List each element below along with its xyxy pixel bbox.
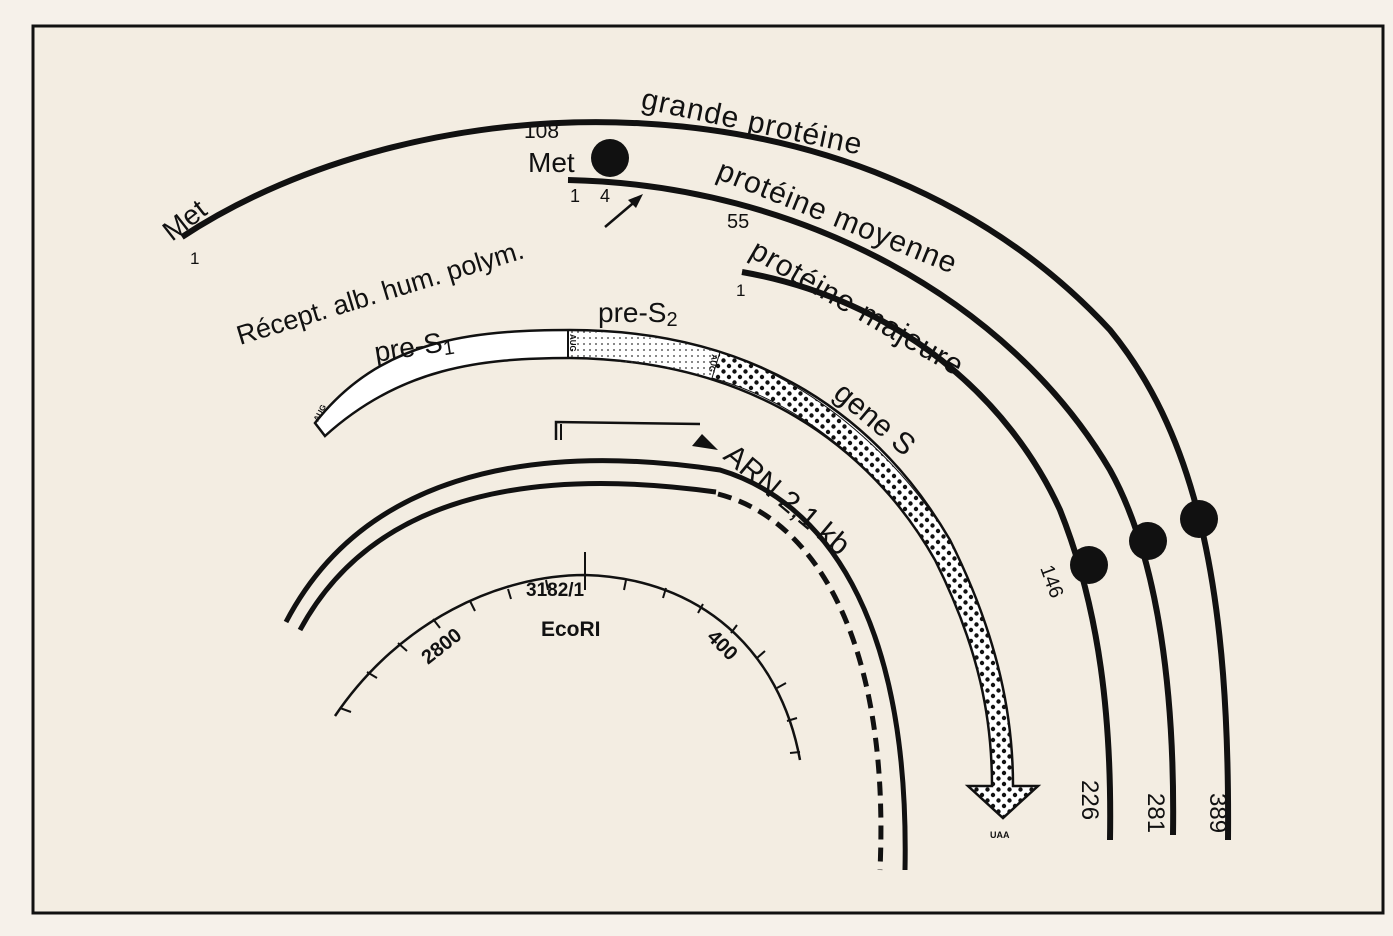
stop-dot-moyenne [1129,522,1167,560]
codon-aug-3: AUG [707,354,719,373]
num-108: 108 [524,120,559,143]
pre-s2-sub: 2 [666,309,677,331]
gene-s-fill [711,351,1040,819]
num-1-moyenne: 1 [570,186,580,206]
num-4: 4 [600,186,610,206]
num-281: 281 [1142,793,1169,833]
num-389: 389 [1204,793,1231,833]
scale-label-top: 3182/1 [526,580,585,601]
num-226: 226 [1076,780,1103,820]
pre-s2-base: pre-S [598,297,666,328]
codon-uaa: UAA [990,830,1010,840]
genome-scale-ticks [339,552,801,754]
num-55: 55 [727,211,749,233]
label-ecori: EcoRI [541,618,601,641]
codon-aug-2: AUG [568,334,577,352]
polymer-binding-dot [591,139,629,177]
num-1-majeure: 1 [736,281,745,300]
stop-dot-majeure [1070,546,1108,584]
dna-inner-strand [297,481,717,632]
label-pre-s2: pre-S2 [598,297,678,331]
dna-outer-strand [283,458,908,871]
met-moyenne: Met [528,147,575,178]
majeure-proteine-arc [741,269,1114,841]
rna-start-marker [554,420,701,440]
stop-dot-grande [1180,500,1218,538]
pre-s1-sub: 1 [442,337,456,360]
moyenne-proteine-arc [567,177,1177,836]
pre-s2-fill [568,331,720,378]
grande-proteine-arc [180,119,1232,841]
num-1-grande: 1 [190,249,199,268]
rna-dashed-strand [717,491,884,871]
rna-arrow-head [692,434,718,450]
receptor-arrow-head [628,194,643,208]
